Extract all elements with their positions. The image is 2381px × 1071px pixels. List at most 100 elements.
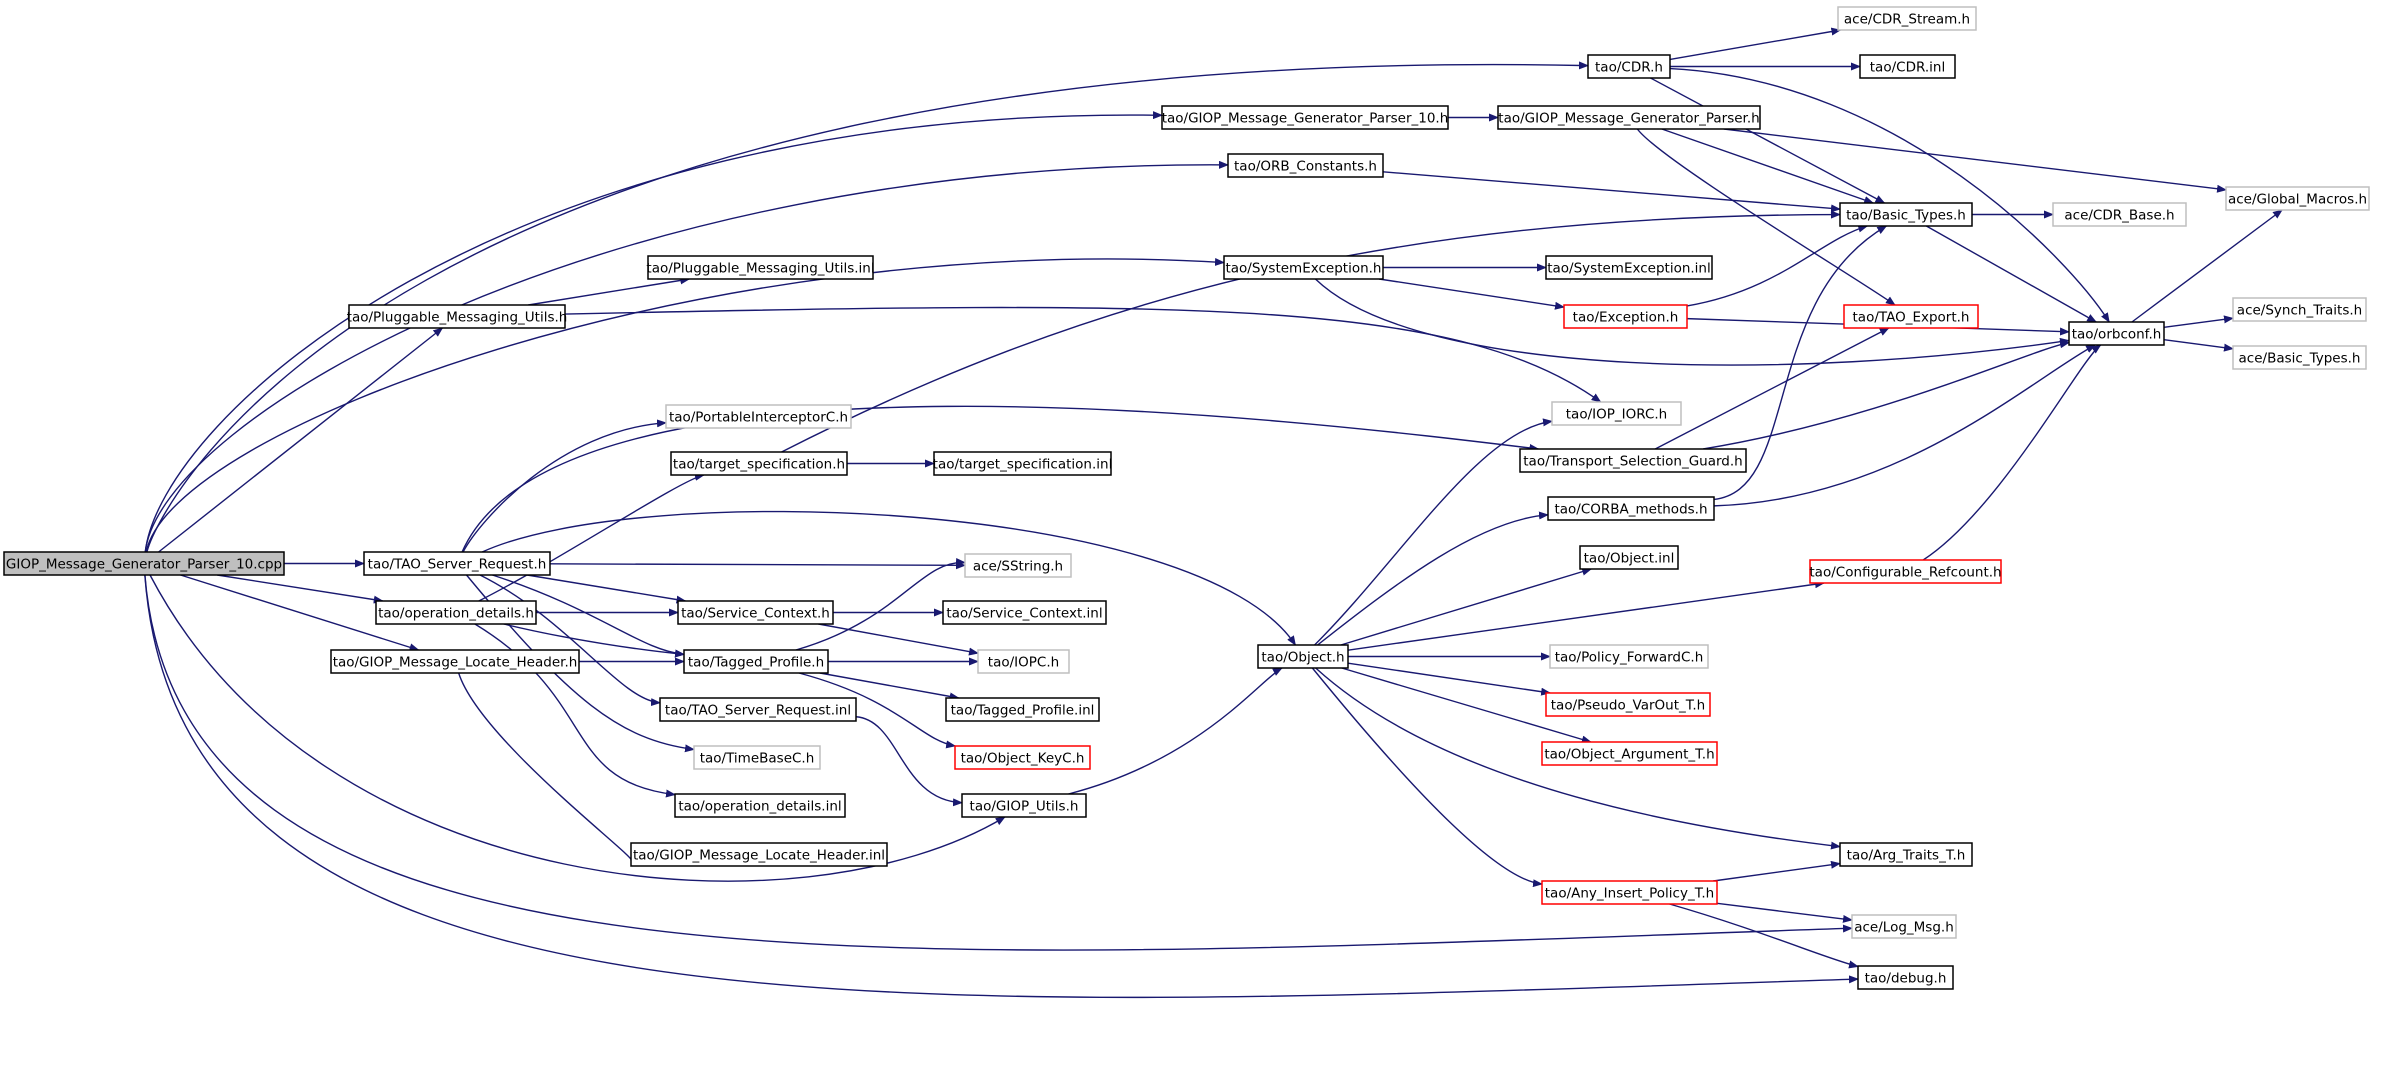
node-timebase[interactable]: tao/TimeBaseC.h bbox=[693, 745, 821, 770]
edge-arrow bbox=[144, 574, 1859, 999]
node-orbconf[interactable]: tao/orbconf.h bbox=[2068, 321, 2165, 346]
edge-arrow bbox=[795, 558, 966, 651]
node-any-insert[interactable]: tao/Any_Insert_Policy_T.h bbox=[1541, 880, 1718, 905]
node-tsg[interactable]: tao/Transport_Selection_Guard.h bbox=[1519, 448, 1747, 473]
node-box bbox=[954, 745, 1091, 770]
edge-object_h-to-arg_traits bbox=[1315, 667, 1841, 850]
edge-object_h-to-any_insert bbox=[1311, 667, 1543, 888]
node-portint[interactable]: tao/PortableInterceptorC.h bbox=[665, 404, 852, 429]
edge-arrow bbox=[1382, 171, 1841, 213]
edge-svc_ctx-to-iopc bbox=[818, 623, 979, 656]
edge-arrow bbox=[1925, 225, 2098, 323]
node-tsr-inl[interactable]: tao/TAO_Server_Request.inl bbox=[659, 697, 857, 722]
node-conf-refcount[interactable]: tao/Configurable_Refcount.h bbox=[1809, 559, 2002, 584]
node-cdr-base[interactable]: ace/CDR_Base.h bbox=[2052, 202, 2187, 227]
node-pmu-inl[interactable]: tao/Pluggable_Messaging_Utils.inl bbox=[646, 255, 875, 280]
node-box bbox=[1257, 644, 1349, 669]
node-cdr-stream[interactable]: ace/CDR_Stream.h bbox=[1837, 6, 1977, 31]
edge-arrow bbox=[1661, 128, 1875, 204]
node-ace-basic[interactable]: ace/Basic_Types.h bbox=[2232, 345, 2367, 370]
node-svc-ctx[interactable]: tao/Service_Context.h bbox=[677, 600, 834, 625]
node-arg-traits[interactable]: tao/Arg_Traits_T.h bbox=[1839, 842, 1973, 867]
node-box bbox=[2232, 297, 2367, 322]
node-box bbox=[330, 649, 580, 674]
node-pmu[interactable]: tao/Pluggable_Messaging_Utils.h bbox=[347, 304, 568, 329]
edge-root-to-debug bbox=[144, 574, 1859, 999]
node-box bbox=[961, 793, 1087, 818]
node-corba-methods[interactable]: tao/CORBA_methods.h bbox=[1547, 496, 1715, 521]
edge-arrow bbox=[2131, 209, 2283, 323]
node-object-h[interactable]: tao/Object.h bbox=[1257, 644, 1349, 669]
node-orb-const[interactable]: tao/ORB_Constants.h bbox=[1227, 153, 1384, 178]
edge-corba_methods-to-basic_types bbox=[1713, 225, 1888, 501]
edge-any_insert-to-arg_traits bbox=[1713, 860, 1841, 882]
node-cdr-inl[interactable]: tao/CDR.inl bbox=[1859, 54, 1956, 79]
node-iop-iorc[interactable]: tao/IOP_IORC.h bbox=[1551, 401, 1682, 426]
node-cdr-h[interactable]: tao/CDR.h bbox=[1587, 54, 1671, 79]
edge-any_insert-to-debug bbox=[1669, 903, 1859, 969]
node-debug[interactable]: tao/debug.h bbox=[1857, 965, 1954, 990]
node-global-macros[interactable]: ace/Global_Macros.h bbox=[2225, 186, 2370, 211]
edge-arrow bbox=[1703, 340, 2070, 450]
node-tagged-inl[interactable]: tao/Tagged_Profile.inl bbox=[945, 697, 1100, 722]
node-target-spec-inl[interactable]: tao/target_specification.inl bbox=[933, 451, 1113, 476]
node-gmgp10[interactable]: tao/GIOP_Message_Generator_Parser_10.h bbox=[1161, 105, 1449, 130]
node-label: tao/ORB_Constants.h bbox=[1234, 159, 1377, 175]
node-box bbox=[1541, 880, 1718, 905]
edge-arrow bbox=[855, 716, 963, 807]
node-target-spec[interactable]: tao/target_specification.h bbox=[670, 451, 848, 476]
edge-root-to-sysexc bbox=[145, 258, 1225, 553]
edge-object_h-to-conf_refcount bbox=[1347, 580, 1825, 651]
edge-arrow bbox=[1654, 327, 1890, 450]
node-gmlh[interactable]: tao/GIOP_Message_Locate_Header.h bbox=[330, 649, 580, 674]
edge-cdr_h-to-orbconf bbox=[1669, 67, 2110, 323]
node-sysexc[interactable]: tao/SystemException.h bbox=[1223, 255, 1384, 280]
edge-object_h-to-corba_methods bbox=[1317, 511, 1549, 646]
node-box bbox=[2225, 186, 2370, 211]
edge-orbconf-to-ace_basic bbox=[2163, 339, 2234, 352]
node-label: tao/IOP_IORC.h bbox=[1566, 407, 1667, 423]
node-giop-utils[interactable]: tao/GIOP_Utils.h bbox=[961, 793, 1087, 818]
node-label: ace/CDR_Base.h bbox=[2064, 208, 2174, 224]
node-object-arg[interactable]: tao/Object_Argument_T.h bbox=[1541, 741, 1718, 766]
node-object-keyc[interactable]: tao/Object_KeyC.h bbox=[954, 745, 1091, 770]
node-label: tao/Transport_Selection_Guard.h bbox=[1523, 454, 1742, 470]
edge-arrow bbox=[1340, 567, 1593, 646]
node-box bbox=[665, 404, 852, 429]
node-object-inl[interactable]: tao/Object.inl bbox=[1579, 545, 1679, 570]
node-sstring[interactable]: ace/SString.h bbox=[964, 553, 1072, 578]
node-gmgp[interactable]: tao/GIOP_Message_Generator_Parser.h bbox=[1497, 105, 1761, 130]
node-policy-fwd[interactable]: tao/Policy_ForwardC.h bbox=[1549, 644, 1709, 669]
node-box bbox=[630, 842, 888, 867]
node-tagged[interactable]: tao/Tagged_Profile.h bbox=[683, 649, 829, 674]
node-opdetails[interactable]: tao/operation_details.h bbox=[375, 600, 537, 625]
edge-arrow bbox=[1636, 128, 1896, 306]
edge-object_h-to-iop_iorc bbox=[1314, 418, 1553, 646]
edge-arrow bbox=[1723, 128, 2227, 193]
node-tao-export[interactable]: tao/TAO_Export.h bbox=[1843, 304, 1979, 329]
node-log-msg[interactable]: ace/Log_Msg.h bbox=[1851, 914, 1957, 939]
node-basic-types[interactable]: tao/Basic_Types.h bbox=[1839, 202, 1973, 227]
node-label: tao/target_specification.h bbox=[673, 457, 845, 473]
node-label: tao/operation_details.h bbox=[378, 606, 534, 622]
node-gmlh-inl[interactable]: tao/GIOP_Message_Locate_Header.inl bbox=[630, 842, 888, 867]
node-tsr[interactable]: tao/TAO_Server_Request.h bbox=[363, 551, 551, 576]
edge-arrow bbox=[1716, 902, 1853, 923]
node-box bbox=[1519, 448, 1747, 473]
node-pseudo-varout[interactable]: tao/Pseudo_VarOut_T.h bbox=[1545, 692, 1711, 717]
node-sysexc-inl[interactable]: tao/SystemException.inl bbox=[1545, 255, 1713, 280]
edge-arrow bbox=[462, 419, 667, 553]
node-exception[interactable]: tao/Exception.h bbox=[1563, 304, 1688, 329]
node-label: tao/Basic_Types.h bbox=[1846, 208, 1966, 224]
node-box bbox=[945, 697, 1100, 722]
node-synch-traits[interactable]: ace/Synch_Traits.h bbox=[2232, 297, 2367, 322]
edge-arrow bbox=[528, 276, 691, 306]
node-opdetails-inl[interactable]: tao/operation_details.inl bbox=[674, 793, 846, 818]
node-label: tao/Service_Context.inl bbox=[946, 606, 1102, 622]
node-svc-ctx-inl[interactable]: tao/Service_Context.inl bbox=[942, 600, 1107, 625]
node-label: tao/SystemException.h bbox=[1225, 261, 1381, 277]
node-iopc[interactable]: tao/IOPC.h bbox=[977, 649, 1070, 674]
edge-tsg-to-tao_export bbox=[1654, 327, 1890, 450]
node-label: tao/Pluggable_Messaging_Utils.inl bbox=[646, 261, 874, 277]
